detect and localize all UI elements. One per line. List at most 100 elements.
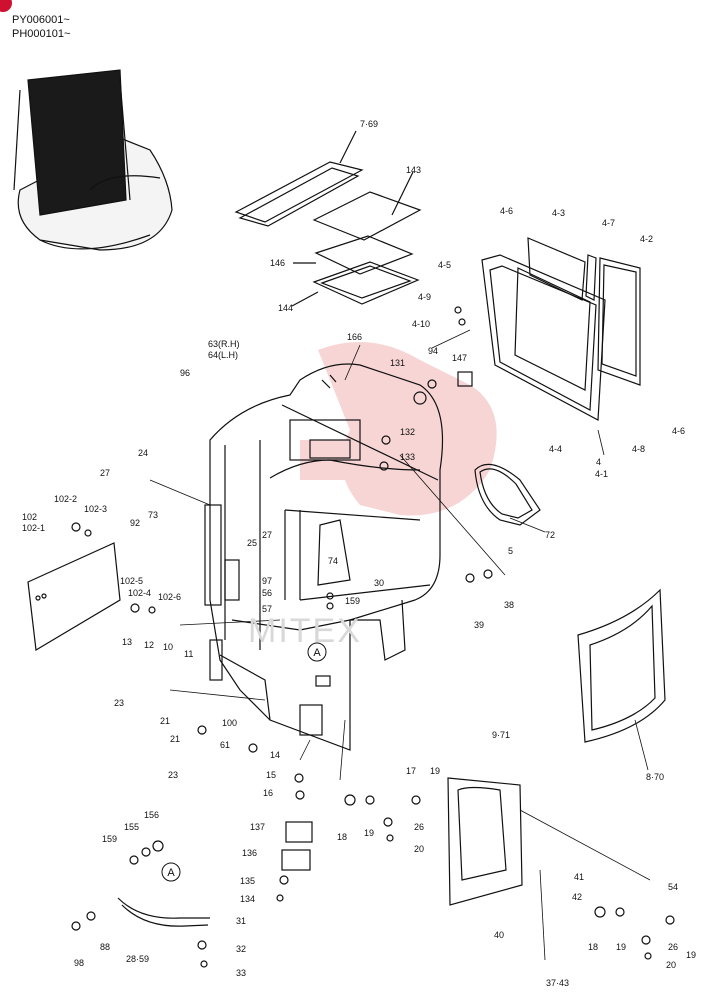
door-panel-9-71: [447, 777, 523, 906]
roof-panel-assembly: [234, 130, 422, 307]
part-label: 20: [414, 844, 424, 854]
part-label: 20: [666, 960, 676, 970]
part-label: 4-8: [632, 444, 645, 454]
part-label: 13: [122, 637, 132, 647]
part-label: 19: [430, 766, 440, 776]
part-label: 23: [168, 770, 178, 780]
side-glass-102: [27, 542, 121, 651]
part-label: 4-1: [595, 469, 608, 479]
part-label: 92: [130, 518, 140, 528]
part-label: 7·69: [360, 119, 378, 129]
part-label: 12: [144, 640, 154, 650]
watermark-logo: [300, 342, 497, 516]
corner-badge: [0, 0, 12, 12]
door-window-assembly: [474, 237, 641, 526]
part-label: 4-9: [418, 292, 431, 302]
part-label: 4-4: [549, 444, 562, 454]
part-label: 10: [163, 642, 173, 652]
part-label: 37·43: [546, 978, 569, 988]
part-label: 18: [588, 942, 598, 952]
part-label: 94: [428, 346, 438, 356]
part-label: 42: [572, 892, 582, 902]
part-label: 100: [222, 718, 237, 728]
part-label: 32: [236, 944, 246, 954]
part-label: 147: [452, 353, 467, 363]
part-labels: 7·69 143 146 144 166 63(R.H) 64(L.H) 96 …: [22, 119, 696, 988]
part-label: 15: [266, 770, 276, 780]
part-label: 72: [545, 530, 555, 540]
watermark-text: MITEX: [248, 612, 362, 650]
part-label: 24: [138, 448, 148, 458]
part-label: 19: [686, 950, 696, 960]
part-label: 143: [406, 165, 421, 175]
part-label: 133: [400, 452, 415, 462]
part-label: 9·71: [492, 730, 510, 740]
part-label: 155: [124, 822, 139, 832]
part-label: 102-2: [54, 494, 77, 504]
serial-range-2: PH000101~: [12, 28, 71, 40]
part-label: 102-3: [84, 504, 107, 514]
part-label: 21: [170, 734, 180, 744]
part-label: 97: [262, 576, 272, 586]
part-label: 5: [508, 546, 513, 556]
part-label: 137: [250, 822, 265, 832]
leader-lines: [149, 329, 651, 961]
part-label: 4-6: [500, 206, 513, 216]
part-label: 26: [668, 942, 678, 952]
part-label: 21: [160, 716, 170, 726]
handrail-28-59: [117, 897, 210, 927]
part-label: 98: [74, 958, 84, 968]
part-label: 4-3: [552, 208, 565, 218]
part-label: 156: [144, 810, 159, 820]
part-label: 56: [262, 588, 272, 598]
part-label: 27: [100, 468, 110, 478]
part-label: 102-6: [158, 592, 181, 602]
part-label: 61: [220, 740, 230, 750]
part-label: 38: [504, 600, 514, 610]
part-label: 102-1: [22, 523, 45, 533]
part-label: 39: [474, 620, 484, 630]
part-label: 88: [100, 942, 110, 952]
part-label: 31: [236, 916, 246, 926]
part-label: 18: [337, 832, 347, 842]
part-label: 4-10: [412, 319, 430, 329]
part-label: 4-7: [602, 218, 615, 228]
hardware-fasteners: [71, 306, 675, 968]
part-label: 26: [414, 822, 424, 832]
part-label: 41: [574, 872, 584, 882]
part-label: 96: [180, 368, 190, 378]
part-label: 102-5: [120, 576, 143, 586]
part-label: 134: [240, 894, 255, 904]
part-label: 57: [262, 604, 272, 614]
part-label: 4: [596, 457, 601, 467]
reference-marker-a-1: A: [307, 642, 327, 662]
serial-range-1: PY006001~: [12, 14, 70, 26]
part-label: 28·59: [126, 954, 149, 964]
cab-body: [204, 363, 443, 751]
part-label: 73: [148, 510, 158, 520]
part-label: 4-5: [438, 260, 451, 270]
part-label: 19: [364, 828, 374, 838]
part-label: 4-6: [672, 426, 685, 436]
part-label: 159: [345, 596, 360, 606]
part-label: 14: [270, 750, 280, 760]
curved-glass-8-70: [577, 588, 666, 743]
part-label: 166: [347, 332, 362, 342]
svg-text:A: A: [313, 647, 321, 659]
part-label: 33: [236, 968, 246, 978]
part-label: 17: [406, 766, 416, 776]
part-label: 63(R.H): [208, 339, 240, 349]
part-label: 16: [263, 788, 273, 798]
part-label: 27: [262, 530, 272, 540]
reference-marker-a-2: A: [161, 862, 181, 882]
part-label: 54: [668, 882, 678, 892]
part-label: 4-2: [640, 234, 653, 244]
part-label: 131: [390, 358, 405, 368]
part-label: 102: [22, 512, 37, 522]
part-label: 135: [240, 876, 255, 886]
part-label: 8·70: [646, 772, 664, 782]
machine-thumbnail: [13, 69, 173, 251]
part-label: 74: [328, 556, 338, 566]
part-label: 25: [247, 538, 257, 548]
